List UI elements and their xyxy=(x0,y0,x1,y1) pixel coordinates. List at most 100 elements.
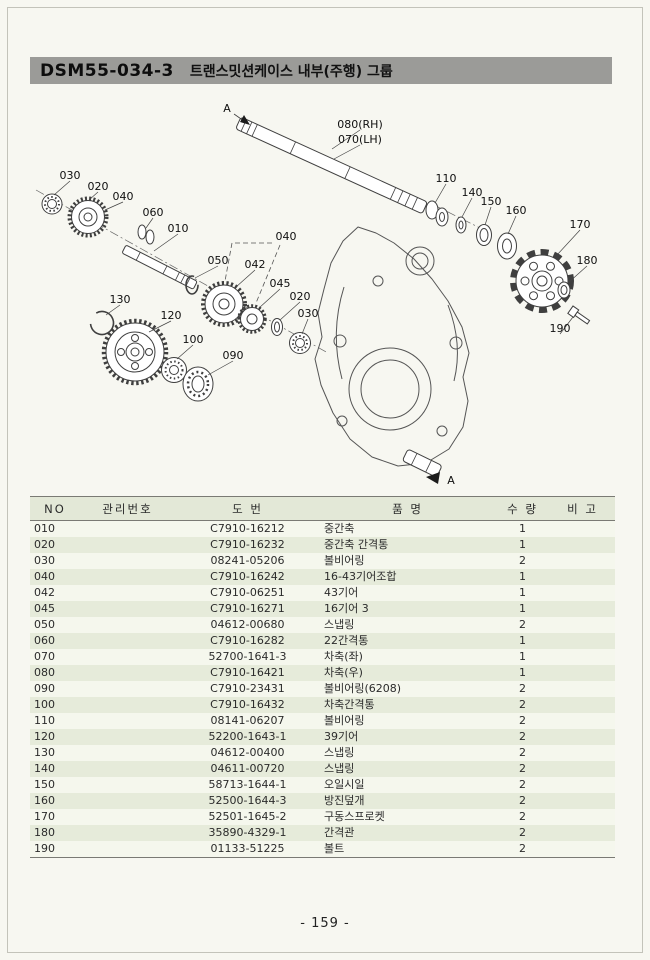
callout-040: 040 xyxy=(276,230,297,243)
table-cell xyxy=(80,761,175,777)
table-cell: 2 xyxy=(495,841,550,858)
oil-seal-150 xyxy=(476,224,492,246)
leader-line xyxy=(176,344,194,360)
table-cell: 04612-00400 xyxy=(210,746,285,759)
leader-line xyxy=(434,183,447,204)
leader-line xyxy=(105,304,121,316)
table-cell xyxy=(550,793,615,809)
table-cell: C7910-06251 xyxy=(210,586,285,599)
table-cell: 160 xyxy=(34,794,55,807)
table-cell: 045 xyxy=(34,602,55,615)
snap-ring-140 xyxy=(455,216,467,234)
table-cell: 2 xyxy=(519,794,526,807)
leader-line xyxy=(556,229,581,256)
table-cell: 140 xyxy=(34,762,55,775)
leader-line xyxy=(148,320,172,333)
callout-030: 030 xyxy=(60,169,81,182)
table-cell xyxy=(80,521,175,538)
callout-070(LH): 070(LH) xyxy=(338,133,382,146)
table-cell: 52500-1644-3 xyxy=(208,794,287,807)
leader-line xyxy=(153,233,179,252)
bearing-090 xyxy=(182,366,214,402)
table-cell xyxy=(550,841,615,858)
callout-170: 170 xyxy=(570,218,591,231)
table-cell: 08141-06207 xyxy=(210,714,285,727)
col-header-part-name: 품 명 xyxy=(320,496,495,521)
leader-line xyxy=(331,129,361,150)
table-row: 180 35890-4329-1 간격관 2 xyxy=(30,825,615,841)
spacer-100 xyxy=(161,357,187,383)
callout-100: 100 xyxy=(183,333,204,346)
table-cell: 190 xyxy=(30,841,80,858)
leader-line xyxy=(461,197,473,218)
callout-140: 140 xyxy=(462,186,483,199)
table-cell xyxy=(80,793,175,809)
table-header-row: NO 관리번호 도 번 품 명 수 량 비 고 xyxy=(30,496,615,521)
table-cell: 52200-1643-1 xyxy=(208,730,287,743)
col-header-qty: 수 량 xyxy=(495,496,550,521)
table-cell: 090 xyxy=(34,682,55,695)
page-border xyxy=(7,7,643,953)
table-cell xyxy=(80,665,175,681)
callout-030: 030 xyxy=(298,307,319,320)
bolt-190 xyxy=(567,305,591,325)
callout-020: 020 xyxy=(290,290,311,303)
table-cell: 중간축 xyxy=(324,522,355,535)
table-cell: 58713-1644-1 xyxy=(208,778,287,791)
table-cell xyxy=(80,729,175,745)
table-cell xyxy=(550,825,615,841)
table-cell: 170 xyxy=(34,810,55,823)
table-cell: 2 xyxy=(519,714,526,727)
table-cell xyxy=(80,745,175,761)
leader-line xyxy=(333,144,361,160)
table-cell: 중간축 간격통 xyxy=(324,538,389,551)
table-cell: 120 xyxy=(34,730,55,743)
table-cell xyxy=(550,537,615,553)
table-cell: 43기어 xyxy=(324,586,359,599)
callout-090: 090 xyxy=(223,349,244,362)
table-cell: 2 xyxy=(519,810,526,823)
callout-150: 150 xyxy=(481,195,502,208)
table-cell: 35890-4329-1 xyxy=(208,826,287,839)
table-cell: 100 xyxy=(34,698,55,711)
table-cell xyxy=(80,569,175,585)
table-cell: 01133-51225 xyxy=(175,841,320,858)
doc-code: DSM55-034-3 xyxy=(40,60,174,81)
leader-line xyxy=(88,191,99,201)
table-cell: 스냅링 xyxy=(324,762,355,775)
table-cell xyxy=(80,585,175,601)
leader-line xyxy=(507,215,517,235)
table-cell: 180 xyxy=(34,826,55,839)
table-cell: 040 xyxy=(34,570,55,583)
header-bar: DSM55-034-3 트랜스밋션케이스 내부(주행) 그룹 xyxy=(30,57,612,84)
callout-130: 130 xyxy=(110,293,131,306)
table-cell: 150 xyxy=(34,778,55,791)
leader-line xyxy=(484,206,492,226)
page-title: 트랜스밋션케이스 내부(주행) 그룹 xyxy=(189,63,393,80)
shaft-010 xyxy=(122,245,198,290)
table-cell: 020 xyxy=(34,538,55,551)
bearing-030-left xyxy=(41,193,63,215)
table-cell xyxy=(550,809,615,825)
table-cell: 2 xyxy=(519,826,526,839)
table-cell: 스냅링 xyxy=(324,746,355,759)
table-cell: 1 xyxy=(519,586,526,599)
table-cell: 간격관 xyxy=(324,826,355,839)
leader-line xyxy=(559,316,574,335)
table-cell xyxy=(550,649,615,665)
table-cell xyxy=(550,713,615,729)
arrow-a-bottom xyxy=(426,472,440,484)
table-cell: C7910-16212 xyxy=(210,522,285,535)
table-cell: 볼트 xyxy=(320,841,495,858)
callout-020: 020 xyxy=(88,180,109,193)
